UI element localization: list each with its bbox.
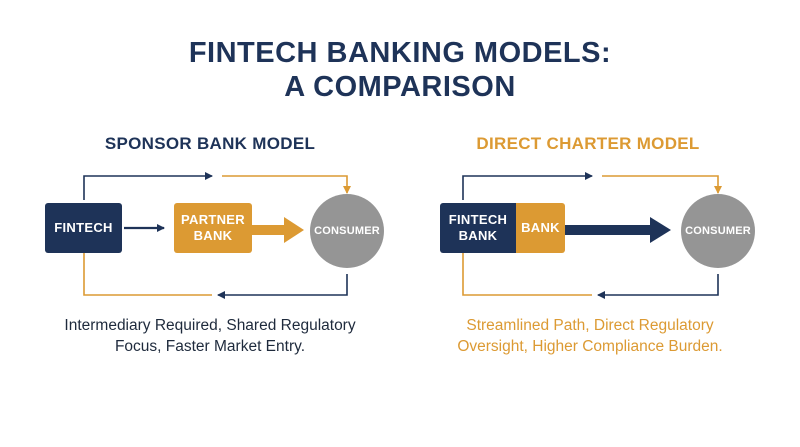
charter-caption-line-2: Oversight, Higher Compliance Burden. (457, 338, 723, 355)
charter-bank-label: BANK (521, 220, 560, 235)
sponsor-return-route (83, 253, 348, 299)
charter-model-title: DIRECT CHARTER MODEL (476, 134, 700, 153)
charter-caption-line-1: Streamlined Path, Direct Regulatory (466, 317, 714, 334)
fintech-bank-label-line-2: BANK (458, 228, 498, 243)
partner-bank-box: PARTNER BANK (174, 203, 252, 253)
charter-caption: Streamlined Path, Direct Regulatory Over… (420, 315, 760, 357)
charter-return-route-navy-segment (597, 274, 719, 299)
sponsor-top-route-gold-segment (222, 175, 351, 194)
fintech-bank-box: FINTECH BANK (440, 203, 516, 253)
page-title: FINTECH BANKING MODELS: A COMPARISON (0, 36, 800, 104)
charter-consumer-label: CONSUMER (685, 225, 751, 237)
charter-return-route-gold-segment (462, 253, 592, 296)
charter-consumer-circle: CONSUMER (681, 194, 755, 268)
partner-to-consumer-arrow (252, 217, 304, 243)
charter-top-route-gold-segment (602, 175, 722, 194)
sponsor-consumer-label: CONSUMER (314, 225, 380, 237)
fintech-bank-label-line-1: FINTECH (448, 212, 508, 227)
sponsor-model-title: SPONSOR BANK MODEL (104, 134, 316, 153)
sponsor-caption: Intermediary Required, Shared Regulatory… (40, 315, 380, 357)
page-title-line-1: FINTECH BANKING MODELS: (188, 37, 612, 69)
bank-to-consumer-arrow (565, 217, 671, 243)
partner-bank-label-line-1: PARTNER (181, 212, 245, 227)
sponsor-caption-line-2: Focus, Faster Market Entry. (114, 338, 306, 355)
charter-top-route-navy-segment (462, 172, 593, 200)
sponsor-return-route-gold-segment (83, 253, 212, 296)
charter-bank-box: BANK (516, 203, 565, 253)
sponsor-top-route-navy-segment (83, 172, 213, 200)
page-title-line-2: A COMPARISON (284, 71, 516, 103)
charter-return-route (462, 253, 719, 299)
sponsor-top-route (83, 172, 351, 200)
sponsor-consumer-circle: CONSUMER (310, 194, 384, 268)
sponsor-fintech-label: FINTECH (54, 220, 113, 235)
partner-bank-label-line-2: BANK (193, 228, 233, 243)
charter-top-route (462, 172, 722, 200)
sponsor-return-route-navy-segment (217, 274, 348, 299)
sponsor-caption-line-1: Intermediary Required, Shared Regulatory (64, 317, 356, 334)
sponsor-fintech-box: FINTECH (45, 203, 122, 253)
